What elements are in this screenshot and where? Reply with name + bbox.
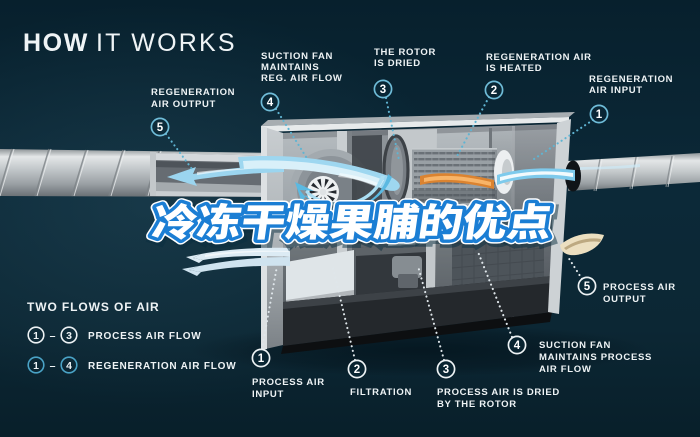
svg-text:5: 5 <box>157 122 164 134</box>
svg-text:4: 4 <box>514 340 521 352</box>
svg-text:REGENERATION AIR: REGENERATION AIR <box>486 52 592 63</box>
svg-text:PROCESS AIR FLOW: PROCESS AIR FLOW <box>88 331 202 342</box>
svg-text:3: 3 <box>443 364 449 376</box>
svg-text:FILTRATION: FILTRATION <box>350 387 412 398</box>
svg-text:REG. AIR FLOW: REG. AIR FLOW <box>261 73 343 84</box>
svg-text:1: 1 <box>596 109 603 121</box>
svg-text:5: 5 <box>584 281 591 293</box>
svg-text:HOW: HOW <box>23 29 89 57</box>
svg-text:OUTPUT: OUTPUT <box>603 294 646 305</box>
svg-text:PROCESS AIR: PROCESS AIR <box>603 282 676 293</box>
svg-text:MAINTAINS PROCESS: MAINTAINS PROCESS <box>539 352 652 363</box>
svg-text:3: 3 <box>66 330 72 342</box>
svg-text:REGENERATION: REGENERATION <box>589 74 673 85</box>
svg-text:AIR FLOW: AIR FLOW <box>539 364 592 375</box>
svg-text:3: 3 <box>380 84 386 96</box>
svg-text:IS HEATED: IS HEATED <box>486 63 542 74</box>
svg-text:PROCESS AIR IS DRIED: PROCESS AIR IS DRIED <box>437 387 560 398</box>
svg-text:1: 1 <box>258 353 265 365</box>
svg-text:–: – <box>50 360 56 372</box>
svg-text:1: 1 <box>33 330 39 342</box>
svg-text:4: 4 <box>267 97 274 109</box>
svg-text:–: – <box>50 330 56 342</box>
svg-text:IS DRIED: IS DRIED <box>374 58 421 69</box>
svg-text:THE ROTOR: THE ROTOR <box>374 47 436 58</box>
svg-text:2: 2 <box>491 85 497 97</box>
svg-text:2: 2 <box>354 364 360 376</box>
svg-text:IT WORKS: IT WORKS <box>96 29 237 57</box>
svg-text:MAINTAINS: MAINTAINS <box>261 62 319 73</box>
svg-text:AIR OUTPUT: AIR OUTPUT <box>151 99 216 110</box>
svg-text:REGENERATION AIR FLOW: REGENERATION AIR FLOW <box>88 361 236 372</box>
svg-text:SUCTION FAN: SUCTION FAN <box>261 51 333 62</box>
svg-text:4: 4 <box>66 360 72 372</box>
svg-text:SUCTION FAN: SUCTION FAN <box>539 340 611 351</box>
svg-text:TWO FLOWS OF AIR: TWO FLOWS OF AIR <box>27 300 160 314</box>
svg-text:BY THE ROTOR: BY THE ROTOR <box>437 399 517 410</box>
svg-text:AIR INPUT: AIR INPUT <box>589 85 643 96</box>
svg-text:REGENERATION: REGENERATION <box>151 87 235 98</box>
svg-text:1: 1 <box>33 360 39 372</box>
svg-text:INPUT: INPUT <box>252 389 284 400</box>
svg-text:PROCESS AIR: PROCESS AIR <box>252 377 325 388</box>
